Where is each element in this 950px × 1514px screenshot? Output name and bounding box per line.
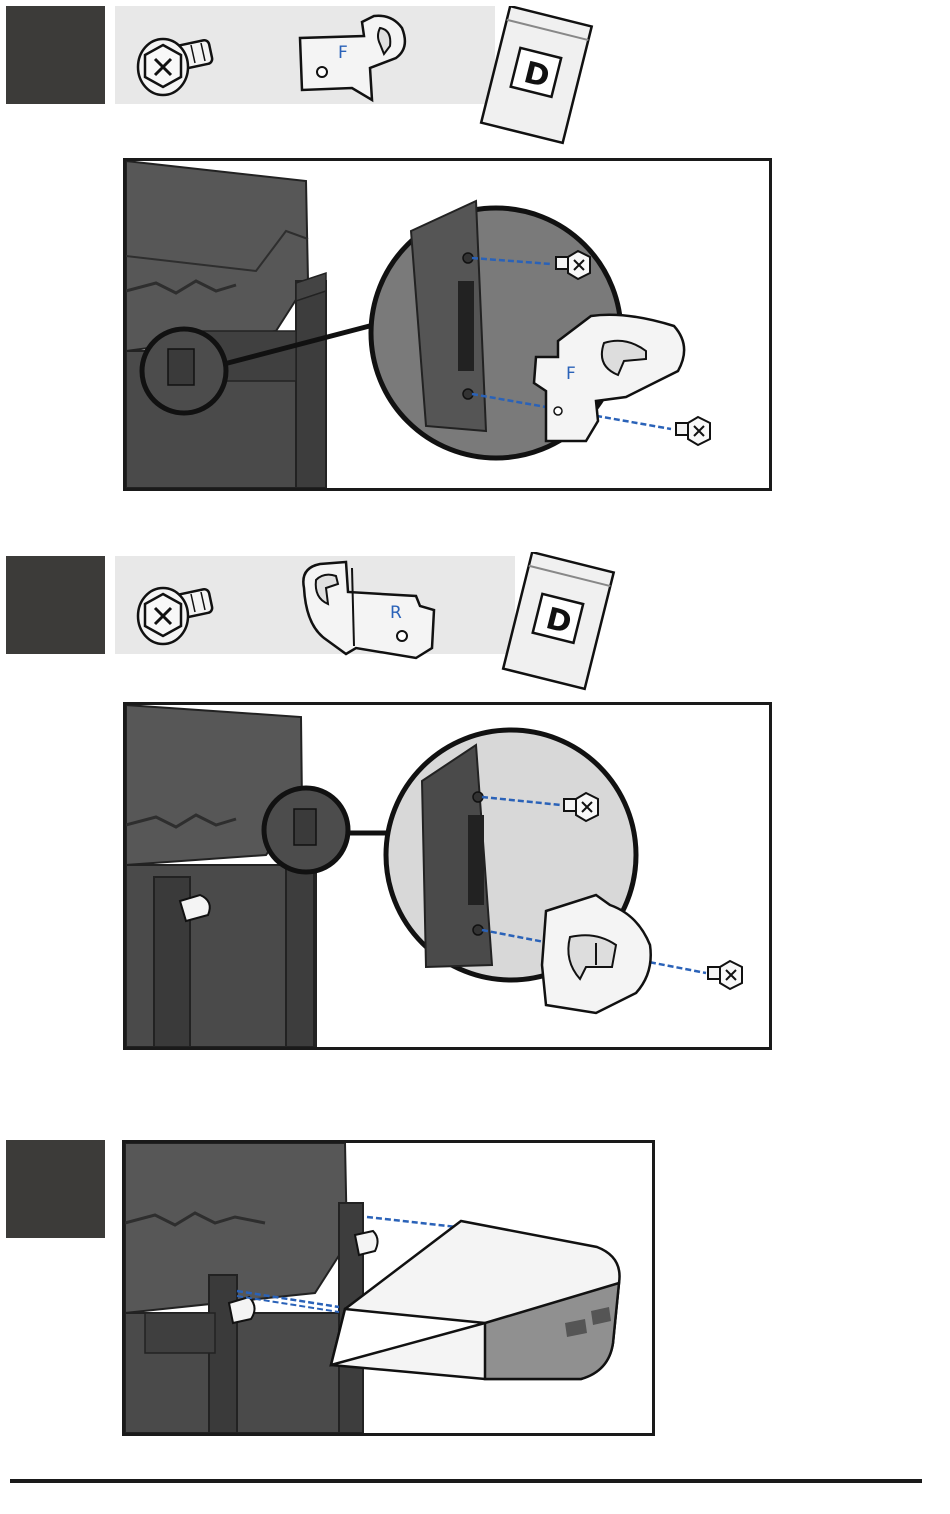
step-2-assembly-panel [123,702,772,1050]
hardware-bag-icon: D [472,6,596,146]
bracket-r-label: R [390,603,402,623]
bracket-f-icon: F [292,8,414,104]
bottom-divider [10,1479,922,1483]
step-3-assembly-panel [122,1140,655,1436]
step-3-number-block [6,1140,105,1238]
panel-bracket-f-label: F [566,364,576,384]
bolt-icon [133,25,225,100]
step-1-number-block [6,6,105,104]
hardware-bag-icon: D [494,552,618,692]
step-1-assembly-panel: F [123,158,772,491]
bracket-f-label: F [338,43,348,63]
step-2-number-block [6,556,105,654]
bracket-r-icon: R [296,558,442,662]
bolt-icon [133,574,225,649]
